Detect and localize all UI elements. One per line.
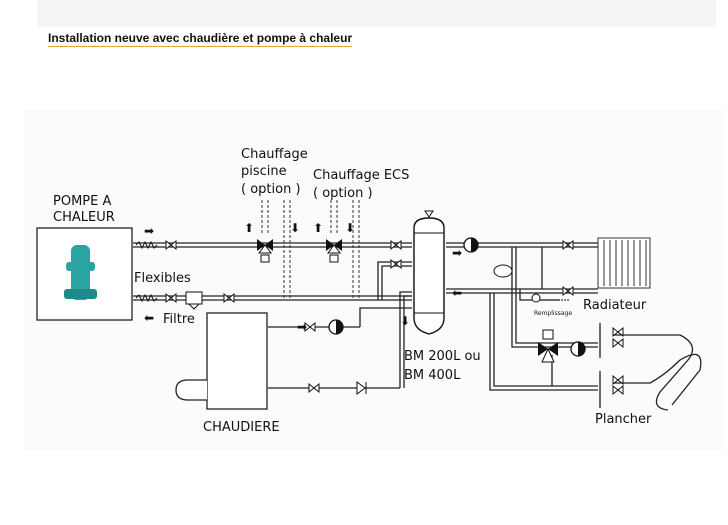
pipework <box>133 242 598 391</box>
buffer-tank <box>413 210 445 335</box>
three-way-valve-dhw-icon <box>326 239 342 263</box>
flexible-hose-icon <box>135 240 158 303</box>
svg-text:➡: ➡ <box>144 224 154 238</box>
boiler-label: CHAUDIERE <box>203 420 280 435</box>
flow-arrows: ➡ ⬅ ➡ ⬅ ➡ ⬇ ⬆ ⬇ ⬆ ⬇ <box>144 221 462 334</box>
svg-text:⬇: ⬇ <box>400 314 410 328</box>
boiler-burner-icon <box>175 379 207 401</box>
pool-label-line2: piscine <box>241 164 287 179</box>
pool-label-line3: ( option ) <box>241 182 301 197</box>
dhw-label-line1: Chauffage ECS <box>313 168 409 183</box>
svg-text:⬅: ⬅ <box>144 311 154 325</box>
pump-icon <box>570 341 586 357</box>
filter-icon <box>185 291 203 310</box>
svg-text:⬇: ⬇ <box>290 221 300 235</box>
page-title: Installation neuve avec chaudière et pom… <box>48 31 353 47</box>
three-way-valve-pool-icon <box>257 239 273 263</box>
valve-icon <box>223 293 235 303</box>
svg-text:➡: ➡ <box>452 246 462 260</box>
svg-text:⬇: ⬇ <box>345 221 355 235</box>
option-dashed-lines <box>261 200 360 300</box>
valve-icon <box>390 240 402 250</box>
pump-icon <box>328 319 344 335</box>
check-valve-icon <box>356 381 367 395</box>
expansion-vessel-icon <box>493 264 513 278</box>
top-banner <box>38 0 716 27</box>
svg-text:⬅: ⬅ <box>452 286 462 300</box>
valve-icon <box>612 385 624 395</box>
heatpump-label-line1: POMPE A <box>53 194 111 209</box>
boiler-box <box>206 312 268 410</box>
floor-label: Plancher <box>595 412 652 427</box>
radiator-icon <box>597 237 651 289</box>
three-way-valve-floor-icon <box>538 329 558 363</box>
tank-label-line1: BM 200L ou <box>404 349 481 364</box>
heatpump-label-line2: CHALEUR <box>53 210 115 225</box>
heat-pump-icon <box>64 245 97 300</box>
valve-icon <box>390 259 402 269</box>
valve-icon <box>562 286 574 296</box>
pump-icon <box>463 237 479 253</box>
radiator-label: Radiateur <box>583 298 647 313</box>
fill-kit-icon <box>531 293 570 303</box>
svg-text:➡: ➡ <box>297 320 307 334</box>
floor-heating-manifold <box>599 323 702 411</box>
svg-text:⬆: ⬆ <box>244 221 254 235</box>
flexibles-label: Flexibles <box>134 271 191 286</box>
valve-icon <box>165 293 177 303</box>
valve-icon <box>165 240 177 250</box>
fill-label: Remplissage <box>534 310 572 317</box>
pool-label-line1: Chauffage <box>241 147 308 162</box>
filter-label: Filtre <box>163 312 195 327</box>
valve-icon <box>308 383 320 393</box>
valve-icon <box>612 338 624 348</box>
valve-icon <box>562 240 574 250</box>
tank-label-line2: BM 400L <box>404 368 461 383</box>
dhw-label-line2: ( option ) <box>313 186 373 201</box>
svg-text:⬆: ⬆ <box>313 221 323 235</box>
